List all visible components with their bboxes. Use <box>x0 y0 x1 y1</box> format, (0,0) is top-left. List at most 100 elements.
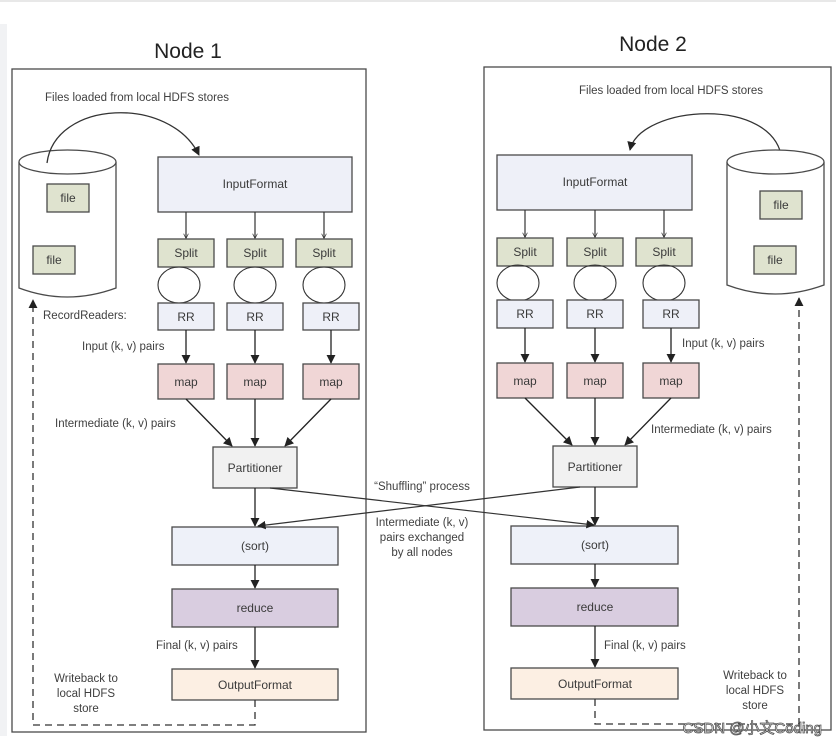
node-1-split-arrows <box>186 212 324 238</box>
node-1-rr-2-label: RR <box>246 310 264 324</box>
node-2-map-3 <box>642 362 700 399</box>
node-2-output-format-label: OutputFormat <box>558 677 633 691</box>
node-2-file-2 <box>753 245 797 275</box>
node-1-frame <box>11 68 367 733</box>
node-2-split-3 <box>635 237 693 267</box>
node-1-map-3 <box>302 363 360 400</box>
node-2-input-pairs-label: Input (k, v) pairs <box>682 338 765 350</box>
node-1-file-1 <box>46 183 90 213</box>
node-2-rr-2-label: RR <box>586 307 604 321</box>
node-2-files-label: Files loaded from local HDFS stores <box>579 85 763 97</box>
node-2-writeback-line-3: store <box>742 700 768 712</box>
node-1-input-pairs-label: Input (k, v) pairs <box>82 341 165 353</box>
shuffle-arrow-node2-to-node1 <box>257 486 581 530</box>
node-2-writeback-line-2: local HDFS <box>726 685 784 697</box>
node-1-title: Node 1 <box>154 40 222 63</box>
node-1-split-3 <box>295 238 353 268</box>
node-2-split-1-label: Split <box>513 245 537 259</box>
node-2-map-arrows <box>520 328 676 363</box>
node-1-map-2-label: map <box>243 375 267 389</box>
top-border <box>0 0 836 2</box>
node-1-file-2-label: file <box>46 253 62 267</box>
node-1-rr-3-label: RR <box>322 310 340 324</box>
node-1-map-2 <box>226 363 284 400</box>
node-2-writeback-arrow <box>594 297 804 725</box>
node-2-writeback-line-1: Writeback to <box>723 670 787 682</box>
node-2-sort-label: (sort) <box>581 538 609 552</box>
left-margin-strip <box>0 24 7 736</box>
node-2-reader-loops <box>496 264 686 302</box>
node-2-title: Node 2 <box>619 33 687 56</box>
node-1-reader-loops <box>157 266 346 304</box>
node-1-load-arrow <box>46 112 200 164</box>
node-2-file-1 <box>759 190 803 220</box>
node-1-map-1-label: map <box>174 375 198 389</box>
node-2-partition-arrows <box>524 397 672 446</box>
node-1-map-arrows <box>181 330 336 364</box>
node-2-rr-3 <box>642 299 700 329</box>
node-1-rr-1-label: RR <box>177 310 195 324</box>
node-2-file-1-label: file <box>773 198 789 212</box>
node-1-partition-arrows <box>185 398 332 447</box>
node-1-final-label: Final (k, v) pairs <box>156 640 238 652</box>
node-1-writeback-arrow <box>28 299 256 726</box>
node-1-intermediate-label: Intermediate (k, v) pairs <box>55 418 176 430</box>
node-2-intermediate-label: Intermediate (k, v) pairs <box>651 424 772 436</box>
node-2-partitioner-label: Partitioner <box>568 460 623 474</box>
node-2-map-1 <box>496 362 554 399</box>
node-2: Node 2 Files loaded from local HDFS stor… <box>483 33 832 731</box>
node-2-map-1-label: map <box>513 374 537 388</box>
node-1-rr-1 <box>157 302 215 331</box>
node-1-sort <box>171 526 339 566</box>
node-2-rr-1-label: RR <box>516 307 534 321</box>
node-1-output-format <box>171 668 339 701</box>
node-1-sort-label: (sort) <box>241 539 269 553</box>
node-2-file-2-label: file <box>767 253 783 267</box>
node-2-rr-2 <box>566 299 624 329</box>
node-2-partitioner <box>552 445 638 488</box>
node-1-partitioner <box>212 446 298 489</box>
node-2-split-3-label: Split <box>652 245 676 259</box>
node-2-output-format <box>510 667 679 700</box>
shuffle-exchange: “Shuffling” process Intermediate (k, v) … <box>257 481 595 559</box>
node-1-split-1-label: Split <box>174 246 198 260</box>
node-2-reduce-label: reduce <box>577 600 614 614</box>
watermark: CSDN @小文Coding <box>683 720 822 737</box>
node-1-reduce-label: reduce <box>237 601 274 615</box>
node-1-map-3-label: map <box>319 375 343 389</box>
shuffle-desc-line-2: pairs exchanged <box>380 532 464 544</box>
node-1-split-1 <box>157 238 215 268</box>
node-1-record-readers-label: RecordReaders: <box>43 310 127 322</box>
node-1-files-label: Files loaded from local HDFS stores <box>45 92 229 104</box>
node-1-hdfs-store-icon <box>18 149 117 298</box>
node-1-writeback-line-3: store <box>73 703 99 715</box>
node-2-frame <box>483 66 832 731</box>
node-2-load-arrow <box>627 113 783 161</box>
node-1-file-1-label: file <box>60 191 76 205</box>
node-1-rr-2 <box>226 302 284 331</box>
shuffle-title: “Shuffling” process <box>374 481 470 493</box>
shuffle-arrow-node1-to-node2 <box>269 487 595 529</box>
node-2-map-3-label: map <box>659 374 683 388</box>
node-1-file-2 <box>32 245 76 275</box>
node-1: Node 1 Files loaded from local HDFS stor… <box>11 40 367 733</box>
node-2-rr-3-label: RR <box>662 307 680 321</box>
node-1-writeback-line-2: local HDFS <box>57 688 115 700</box>
node-2-map-2 <box>566 362 624 399</box>
node-2-split-2 <box>566 237 624 267</box>
node-1-partitioner-label: Partitioner <box>228 461 283 475</box>
node-1-split-2 <box>226 238 284 268</box>
node-2-map-2-label: map <box>583 374 607 388</box>
shuffle-desc-line-3: by all nodes <box>391 547 453 559</box>
node-2-reduce <box>510 587 679 627</box>
node-1-input-format-label: InputFormat <box>223 177 288 191</box>
shuffle-desc-line-1: Intermediate (k, v) <box>376 517 469 529</box>
node-1-writeback-line-1: Writeback to <box>54 673 118 685</box>
node-1-split-3-label: Split <box>312 246 336 260</box>
node-1-input-format <box>157 156 353 213</box>
node-2-split-2-label: Split <box>583 245 607 259</box>
node-1-output-format-label: OutputFormat <box>218 678 293 692</box>
node-2-split-arrows <box>525 210 664 237</box>
node-1-split-2-label: Split <box>243 246 267 260</box>
